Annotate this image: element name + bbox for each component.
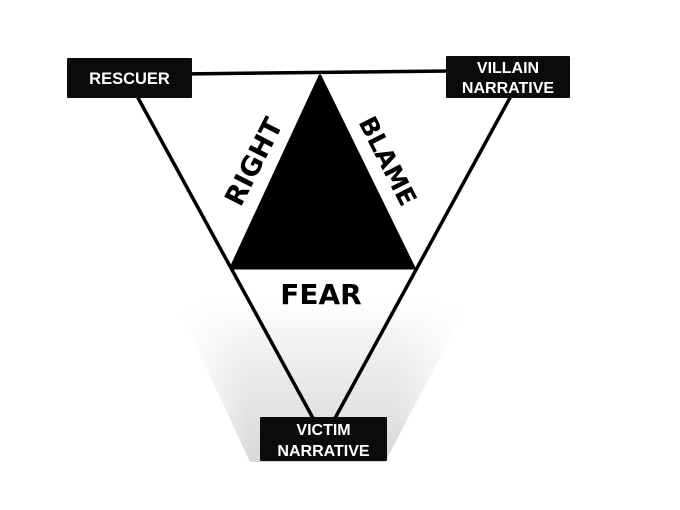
villain-narrative-box: VILLAIN NARRATIVE bbox=[446, 56, 570, 98]
top-edge-line bbox=[178, 69, 452, 76]
backdrop-shadow-fade bbox=[175, 300, 470, 462]
victim-label-line1: VICTIM bbox=[296, 422, 350, 439]
rescuer-label: RESCUER bbox=[89, 70, 170, 88]
rescuer-box: RESCUER bbox=[67, 58, 192, 98]
right-edge-line bbox=[332, 92, 514, 422]
inner-drama-triangle bbox=[229, 74, 416, 270]
villain-label-line2: NARRATIVE bbox=[462, 80, 554, 97]
left-edge-line bbox=[135, 94, 316, 422]
villain-label-line1: VILLAIN bbox=[477, 60, 539, 77]
fear-base-label: FEAR bbox=[280, 278, 361, 311]
victim-label-line2: NARRATIVE bbox=[277, 443, 369, 460]
victim-narrative-box: VICTIM NARRATIVE bbox=[260, 417, 387, 461]
